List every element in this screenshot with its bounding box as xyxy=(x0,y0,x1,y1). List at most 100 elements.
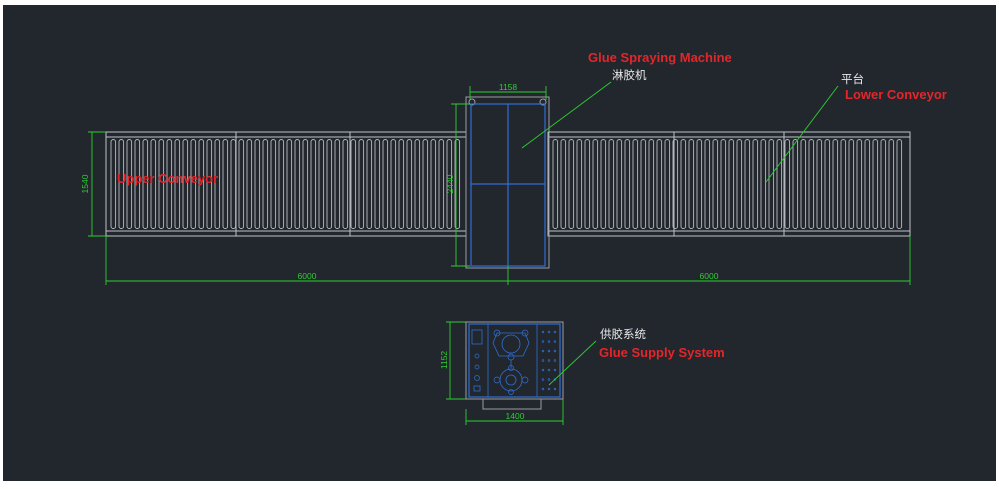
lower-conveyor-roller xyxy=(784,139,791,229)
upper-conveyor-roller xyxy=(110,139,117,229)
panel-fitting xyxy=(553,340,557,343)
lower-conveyor-roller xyxy=(648,139,655,229)
lower-conveyor-roller xyxy=(704,139,711,229)
dimension-conveyor-width: 1540 xyxy=(80,131,106,237)
lower-conveyor-roller xyxy=(848,139,855,229)
lower-conveyor-roller xyxy=(744,139,751,229)
panel-fitting xyxy=(547,378,551,381)
lower-conveyor-roller xyxy=(632,139,639,229)
machine-width-value: 1158 xyxy=(499,82,518,92)
lower-conveyor-roller xyxy=(800,139,807,229)
dimension-supply-height: 1152 xyxy=(439,321,466,400)
upper-conveyor-roller xyxy=(118,139,125,229)
upper-conveyor-roller xyxy=(158,139,165,229)
panel-fitting xyxy=(541,340,545,343)
upper-conveyor-roller xyxy=(174,139,181,229)
lower-conveyor-roller xyxy=(808,139,815,229)
upper-conveyor-label: Upper Conveyor xyxy=(117,171,218,186)
supply-cabinet xyxy=(468,323,561,398)
lower-conveyor-roller xyxy=(584,139,591,229)
upper-conveyor-roller xyxy=(134,139,141,229)
lower-conveyor-roller xyxy=(560,139,567,229)
supply-width-value: 1400 xyxy=(506,411,525,421)
upper-conveyor-roller xyxy=(326,139,333,229)
upper-conveyor-roller xyxy=(390,139,397,229)
upper-conveyor-roller xyxy=(150,139,157,229)
lower-conveyor-roller xyxy=(824,139,831,229)
lower-conveyor-roller xyxy=(672,139,679,229)
upper-pump-fitting xyxy=(493,329,501,337)
panel-fitting xyxy=(541,330,545,334)
panel-fitting xyxy=(553,378,557,381)
upper-conveyor-length-value: 6000 xyxy=(298,271,317,281)
upper-conveyor-roller xyxy=(342,139,349,229)
upper-conveyor-roller xyxy=(262,139,269,229)
upper-conveyor-roller xyxy=(406,139,413,229)
upper-conveyor-roller xyxy=(142,139,149,229)
lower-conveyor-roller xyxy=(688,139,695,229)
lower-conveyor-roller xyxy=(768,139,775,229)
control-knob xyxy=(474,353,480,359)
supply-base xyxy=(482,399,542,410)
panel-fitting xyxy=(541,349,545,353)
lower-conveyor-roller xyxy=(832,139,839,229)
lower-conveyor-length-value: 6000 xyxy=(700,271,719,281)
upper-conveyor-roller xyxy=(366,139,373,229)
upper-conveyor-roller xyxy=(318,139,325,229)
panel-fitting xyxy=(553,387,557,391)
lower-conveyor-frame xyxy=(547,131,911,237)
lower-conveyor xyxy=(547,131,911,237)
control-switch xyxy=(473,385,481,392)
upper-conveyor-roller xyxy=(286,139,293,229)
lower-conveyor-roller xyxy=(720,139,727,229)
upper-conveyor-roller xyxy=(310,139,317,229)
panel-fitting xyxy=(547,387,551,391)
lower-conveyor-roller xyxy=(624,139,631,229)
conveyor-width-value: 1540 xyxy=(80,174,90,193)
machine-leader-line xyxy=(521,81,612,149)
panel-fitting xyxy=(553,330,557,334)
upper-conveyor-roller xyxy=(238,139,245,229)
upper-conveyor-roller xyxy=(206,139,213,229)
panel-fitting xyxy=(541,387,545,391)
glue-spraying-machine-label: Glue Spraying Machine xyxy=(588,50,732,65)
supply-leader-line xyxy=(548,340,597,386)
dimension-supply-width: 1400 xyxy=(465,399,564,425)
lower-conveyor-roller xyxy=(712,139,719,229)
lower-conveyor-roller xyxy=(680,139,687,229)
upper-conveyor-roller xyxy=(430,139,437,229)
lower-conveyor-roller xyxy=(792,139,799,229)
lower-conveyor-roller xyxy=(664,139,671,229)
glue-supply-label: Glue Supply System xyxy=(599,345,725,360)
lower-conveyor-roller xyxy=(776,139,783,229)
upper-conveyor-roller xyxy=(214,139,221,229)
upper-conveyor-roller xyxy=(270,139,277,229)
lower-conveyor-label-zh: 平台 xyxy=(841,72,864,86)
panel-fitting xyxy=(553,359,557,362)
panel-fitting xyxy=(547,368,551,372)
lower-conveyor-roller xyxy=(592,139,599,229)
machine-corner-fitting xyxy=(539,98,547,106)
lower-pump-fitting xyxy=(508,389,514,395)
lower-conveyor-rollers xyxy=(552,139,903,229)
upper-conveyor-roller xyxy=(182,139,189,229)
lower-pump-core xyxy=(505,374,517,386)
panel-fitting xyxy=(547,349,551,353)
lower-pump-fitting xyxy=(493,376,501,384)
upper-conveyor-roller xyxy=(190,139,197,229)
lower-pump-fitting xyxy=(521,376,529,384)
panel-fitting xyxy=(547,330,551,334)
upper-conveyor xyxy=(105,131,467,237)
control-knob xyxy=(474,375,480,381)
supply-outer-frame xyxy=(465,321,564,400)
upper-conveyor-roller xyxy=(358,139,365,229)
upper-conveyor-roller xyxy=(246,139,253,229)
upper-conveyor-roller xyxy=(382,139,389,229)
lower-pump-fitting xyxy=(508,365,514,371)
upper-conveyor-roller xyxy=(254,139,261,229)
upper-conveyor-roller xyxy=(302,139,309,229)
upper-conveyor-roller xyxy=(334,139,341,229)
upper-conveyor-roller xyxy=(230,139,237,229)
dimension-machine-width: 1158 xyxy=(469,82,547,100)
lower-conveyor-roller xyxy=(872,139,879,229)
